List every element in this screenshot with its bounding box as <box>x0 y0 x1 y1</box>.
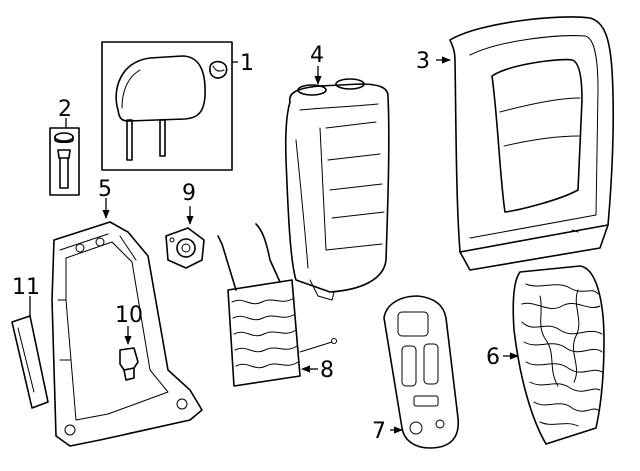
fastener-part[interactable] <box>119 347 139 381</box>
callout-4: 4 <box>310 43 324 68</box>
guide-box <box>49 127 80 196</box>
lumbar-panel-part[interactable] <box>383 295 459 449</box>
pad-headrest-hole-left <box>297 84 327 96</box>
callout-9: 9 <box>182 181 196 206</box>
callout-6: 6 <box>486 345 500 370</box>
callout-7: 7 <box>372 419 386 444</box>
actuator-body <box>165 227 205 269</box>
callout-3: 3 <box>416 49 430 74</box>
callout-10: 10 <box>115 303 143 328</box>
frame-outline <box>51 221 203 447</box>
seatback-pad-part[interactable] <box>284 78 390 301</box>
side-trim-part[interactable] <box>11 315 49 409</box>
suspension-mat <box>227 279 301 387</box>
callout-1: 1 <box>240 51 254 76</box>
seatback-cover-part[interactable] <box>449 16 615 271</box>
heater-mat-part[interactable] <box>512 265 605 445</box>
cover-insert <box>491 58 583 213</box>
headrest-post-left <box>126 119 133 161</box>
trim-outline <box>11 315 49 409</box>
callout-5: 5 <box>98 177 112 202</box>
mat-outline <box>512 265 605 445</box>
headrest-cushion <box>115 55 206 122</box>
headrest-guide-part[interactable] <box>49 127 80 196</box>
callout-2: 2 <box>58 97 72 122</box>
pad-headrest-hole-right <box>335 78 365 90</box>
actuator-part[interactable] <box>165 227 205 269</box>
headrest-guide-clip <box>209 60 228 79</box>
seatback-frame-part[interactable] <box>51 221 203 447</box>
pad-outline <box>284 83 390 293</box>
callout-8: 8 <box>320 358 334 383</box>
callout-11: 11 <box>12 275 40 300</box>
suspension-part[interactable] <box>217 223 337 387</box>
frame-inner-opening <box>65 241 169 421</box>
fastener-body <box>119 347 139 371</box>
headrest-post-right <box>159 119 166 157</box>
cover-outline <box>449 16 615 253</box>
headrest-part[interactable] <box>101 41 233 171</box>
panel-outline <box>383 295 459 449</box>
headrest-box <box>101 41 233 171</box>
